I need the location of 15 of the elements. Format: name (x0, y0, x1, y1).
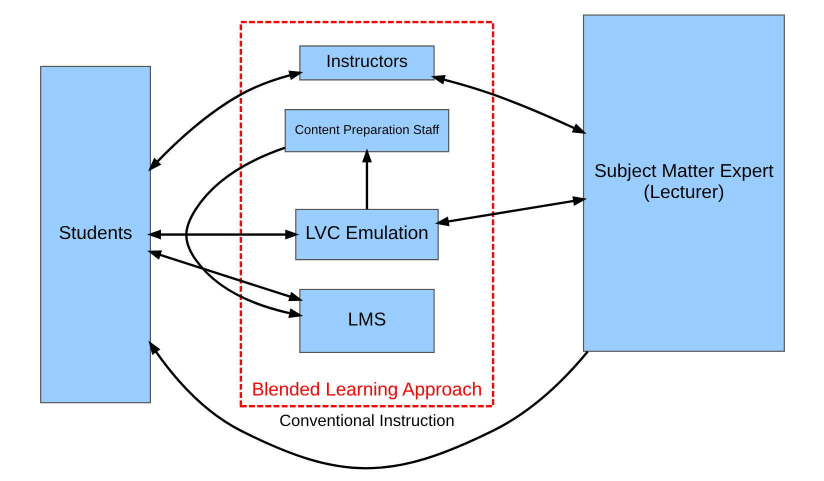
arrow (146, 230, 299, 240)
edge-label: Conventional Instruction (278, 412, 454, 430)
node-box: LMS (298, 288, 434, 354)
node-box: Students (40, 66, 150, 404)
node-box: Instructors (298, 45, 434, 80)
arrow (184, 146, 303, 318)
arrow (362, 148, 372, 210)
arrow (434, 196, 587, 226)
node-box: Subject Matter Expert (Lecturer) (582, 14, 784, 352)
node-box: Content Preparation Staff (284, 109, 449, 152)
node-box: LVC Emulation (294, 208, 438, 260)
arrow (148, 340, 588, 470)
arrow (146, 250, 303, 302)
arrow (430, 74, 586, 134)
arrow (148, 70, 303, 172)
